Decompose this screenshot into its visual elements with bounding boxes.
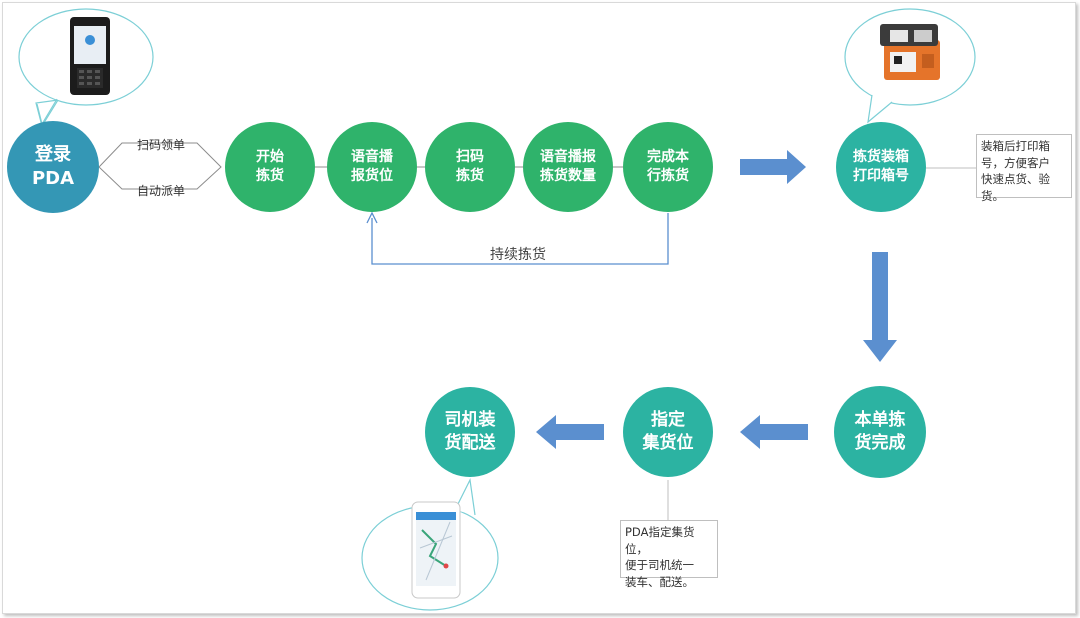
node-finish-line-label: 完成本 行拣货 bbox=[647, 149, 689, 184]
node-voice-quantity: 语音播报 拣货数量 bbox=[523, 122, 613, 212]
node-login-pda-label: 登录 PDA bbox=[31, 143, 75, 189]
node-start-pick-label: 开始 拣货 bbox=[256, 149, 284, 184]
smartphone-map-icon bbox=[411, 501, 461, 599]
node-pack-print-label: 拣货装箱 打印箱号 bbox=[853, 149, 909, 184]
label-scan-order: 扫码领单 bbox=[137, 138, 186, 152]
node-start-pick: 开始 拣货 bbox=[225, 122, 315, 212]
label-printer-icon bbox=[880, 24, 940, 80]
node-voice-location: 语音播 报货位 bbox=[327, 122, 417, 212]
node-driver-delivery-label: 司机装 货配送 bbox=[444, 410, 496, 453]
label-auto-dispatch: 自动派单 bbox=[137, 184, 186, 198]
label-continue-pick: 持续拣货 bbox=[490, 247, 546, 263]
node-scan-pick: 扫码 拣货 bbox=[425, 122, 515, 212]
pda-device-icon bbox=[70, 17, 110, 95]
node-scan-pick-label: 扫码 拣货 bbox=[456, 149, 484, 184]
node-assign-slot: 指定 集货位 bbox=[623, 387, 713, 477]
node-driver-delivery: 司机装 货配送 bbox=[425, 387, 515, 477]
note-assign-slot: PDA指定集货位， 便于司机统一 装车、配送。 bbox=[620, 520, 718, 589]
node-voice-quantity-label: 语音播报 拣货数量 bbox=[540, 149, 596, 184]
node-order-done-label: 本单拣 货完成 bbox=[854, 410, 906, 453]
node-voice-location-label: 语音播 报货位 bbox=[351, 149, 393, 184]
node-assign-slot-label: 指定 集货位 bbox=[642, 410, 694, 453]
node-finish-line: 完成本 行拣货 bbox=[623, 122, 713, 212]
flow-arrows bbox=[536, 150, 897, 449]
note-print-box: 装箱后打印箱 号，方便客户 快速点货、验 货。 bbox=[976, 134, 1072, 203]
node-login-pda: 登录 PDA bbox=[7, 121, 99, 213]
node-order-done: 本单拣 货完成 bbox=[834, 386, 926, 478]
node-pack-print: 拣货装箱 打印箱号 bbox=[836, 122, 926, 212]
